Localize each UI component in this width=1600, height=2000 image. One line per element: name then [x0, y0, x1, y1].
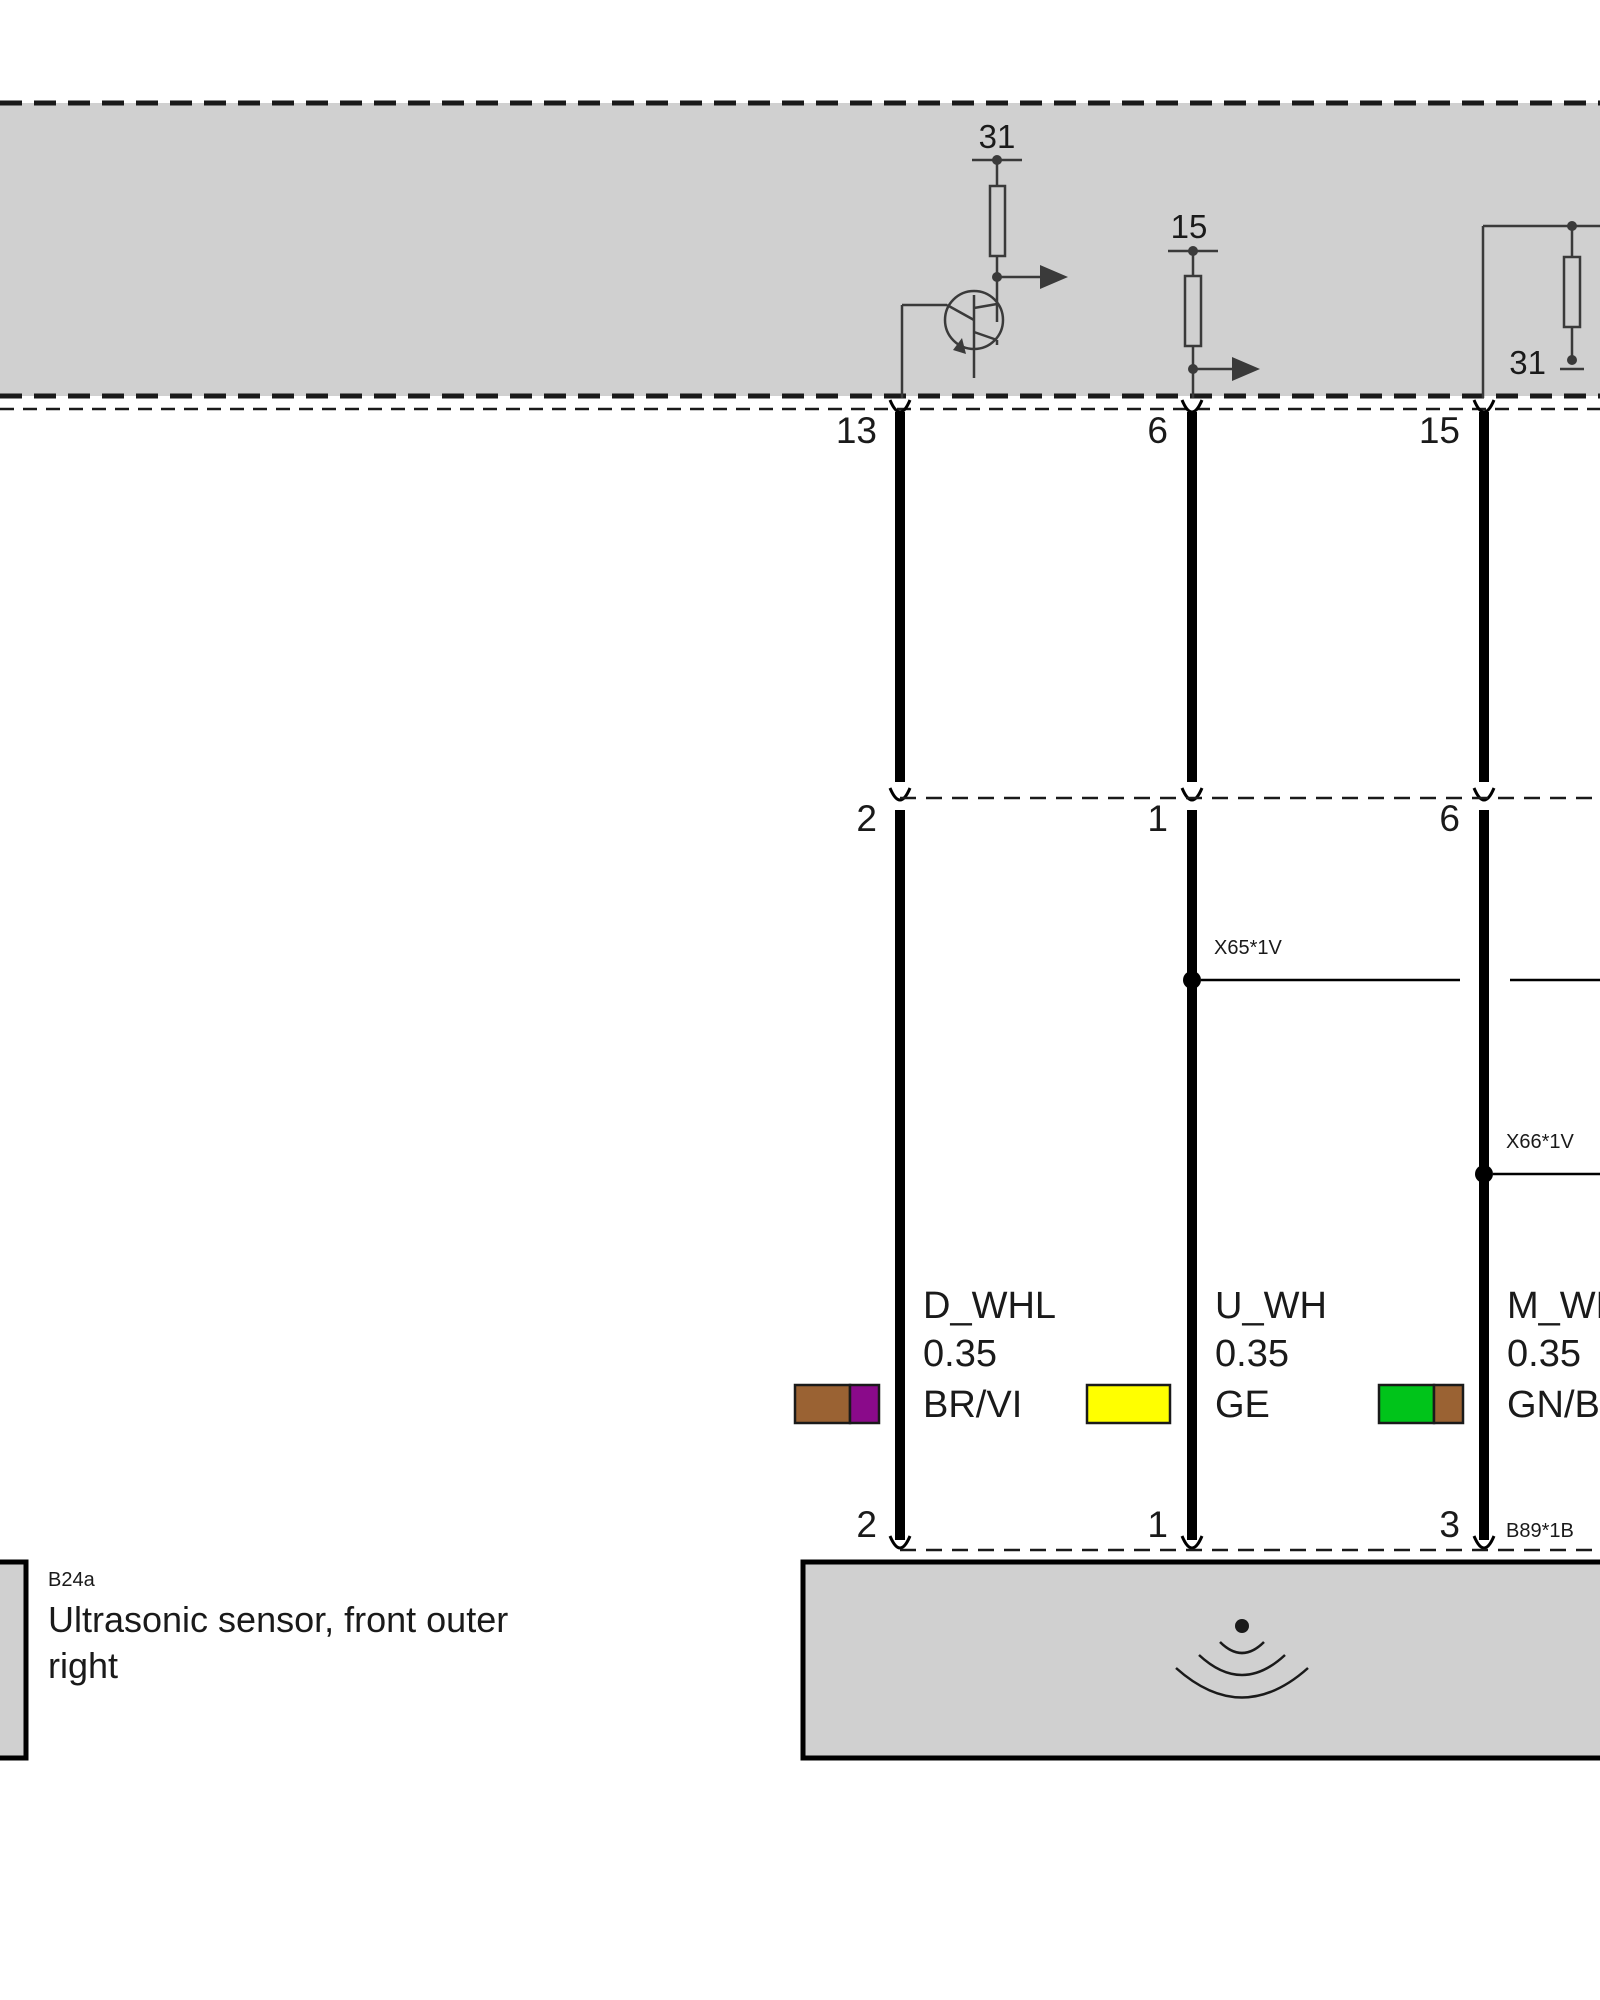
component-id: B24a — [48, 1569, 96, 1591]
legend-symbol — [0, 1559, 29, 1761]
splice-dot — [1183, 971, 1201, 989]
wire-cross-section: 0.35 — [1215, 1333, 1289, 1375]
wire-cross-section: 0.35 — [923, 1333, 997, 1375]
wire-color-swatch-yellow — [1085, 1383, 1172, 1425]
right-ground-label: 31 — [1509, 344, 1546, 381]
wire-signal-name: U_WH — [1215, 1285, 1327, 1327]
wire-color-swatch-brown — [1432, 1383, 1465, 1425]
control-unit-pin-15: 15 — [1419, 410, 1460, 451]
middle-connector-pin-2: 2 — [856, 798, 877, 839]
emitter-arrow-icon — [953, 338, 966, 354]
wire-color-swatch-green — [1377, 1383, 1436, 1425]
node-dot — [1567, 221, 1577, 231]
ultrasonic-wave-icon — [1175, 1619, 1309, 1699]
node-dot — [992, 155, 1002, 165]
pullup-supply-label: 15 — [1171, 208, 1208, 245]
transistor-output-stage — [900, 158, 1040, 398]
splice-x65-label: X65*1V — [1214, 937, 1282, 959]
sensor-connector-id: B89*1B — [1506, 1520, 1574, 1542]
sensor-pin-1: 1 — [1147, 1504, 1168, 1545]
node-dot — [1567, 355, 1577, 365]
ground-resistor — [1481, 224, 1600, 398]
wire-color-swatch-brown — [793, 1383, 852, 1425]
wire-color-swatch-violet — [848, 1383, 881, 1425]
transistor-ground-label: 31 — [979, 118, 1016, 155]
control-unit-pin-6: 6 — [1147, 410, 1168, 451]
wire-label-d-whl: D_WHL 0.35 BR/VI — [793, 1285, 1056, 1426]
wire-color-code: GN/BR — [1507, 1384, 1600, 1426]
sensor-housing[interactable] — [800, 1559, 1600, 1761]
wire-color-code: BR/VI — [923, 1384, 1022, 1426]
node-dot — [992, 272, 1002, 282]
component-legend: B24a Ultrasonic sensor, front outer righ… — [0, 1559, 508, 1761]
splice-x66-label: X66*1V — [1506, 1131, 1574, 1153]
wire-signal-name: M_WH — [1507, 1285, 1600, 1327]
middle-connector: 2 1 6 — [856, 796, 1600, 839]
control-unit: 31 15 31 13 6 15 — [0, 100, 1600, 451]
splice-x66: X66*1V — [1475, 1131, 1600, 1183]
splice-x65: X65*1V — [1183, 937, 1600, 989]
node-dot — [1188, 364, 1198, 374]
component-name-line2: right — [48, 1645, 118, 1686]
sensor-connector: 2 1 3 B89*1B — [856, 1504, 1600, 1552]
middle-connector-pin-6: 6 — [1439, 798, 1460, 839]
wire-label-m-wh: M_WH 0.35 GN/BR — [1377, 1285, 1600, 1426]
control-unit-housing — [0, 103, 1600, 396]
middle-connector-pin-1: 1 — [1147, 798, 1168, 839]
pin-contacts — [888, 399, 1496, 1550]
splice-dot — [1475, 1165, 1493, 1183]
ultrasonic-sensor[interactable] — [800, 1559, 1600, 1761]
output-arrow-icon — [1040, 265, 1068, 289]
control-unit-pin-13: 13 — [836, 410, 877, 451]
input-arrow-icon — [1232, 357, 1260, 381]
wire-cross-section: 0.35 — [1507, 1333, 1581, 1375]
sensor-pin-2: 2 — [856, 1504, 877, 1545]
wire-signal-name: D_WHL — [923, 1285, 1056, 1327]
node-dot — [1188, 246, 1198, 256]
wire-color-code: GE — [1215, 1384, 1270, 1426]
sensor-pin-3: 3 — [1439, 1504, 1460, 1545]
pullup-resistor — [1168, 249, 1232, 398]
wire-label-u-wh: U_WH 0.35 GE — [1085, 1285, 1327, 1426]
component-name-line1: Ultrasonic sensor, front outer — [48, 1599, 508, 1640]
